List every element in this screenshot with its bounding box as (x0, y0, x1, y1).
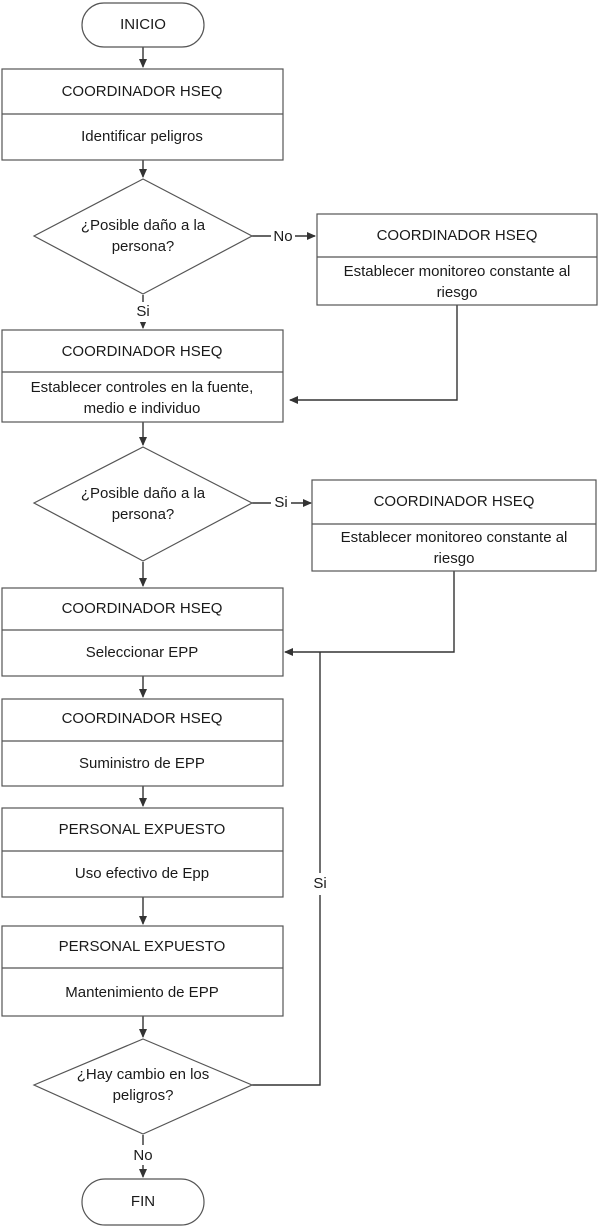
decision-1-text-line2: persona? (112, 238, 175, 255)
decision-1-text-line1: ¿Posible daño a la (81, 217, 206, 234)
side-1-text-line1: Establecer monitoreo constante al (344, 263, 571, 280)
decision-3: ¿Hay cambio en los peligros? (32, 1038, 254, 1135)
step-2-text-line2: medio e individuo (84, 400, 201, 417)
step-5-role: PERSONAL EXPUESTO (59, 821, 226, 838)
step-6-text: Mantenimiento de EPP (65, 984, 218, 1001)
step-5-text: Uso efectivo de Epp (75, 865, 209, 882)
process-step-3: COORDINADOR HSEQ Seleccionar EPP (1, 587, 284, 677)
step-3-text: Seleccionar EPP (86, 644, 199, 661)
side-2-text-line1: Establecer monitoreo constante al (341, 529, 568, 546)
label-si-decision1: Si (136, 303, 149, 320)
label-si-decision2: Si (274, 494, 287, 511)
decision-2-text-line2: persona? (112, 506, 175, 523)
step-2-text-line1: Establecer controles en la fuente, (31, 379, 254, 396)
label-si-loop: Si (313, 875, 326, 892)
decision-1: ¿Posible daño a la persona? (32, 178, 254, 295)
start-label: INICIO (120, 16, 166, 33)
side-1-role: COORDINADOR HSEQ (377, 227, 538, 244)
step-3-role: COORDINADOR HSEQ (62, 600, 223, 617)
branch-labels: No Si Si Si No (130, 226, 330, 1165)
process-step-1: COORDINADOR HSEQ Identificar peligros (1, 68, 284, 161)
process-step-5: PERSONAL EXPUESTO Uso efectivo de Epp (1, 807, 284, 898)
arrow-side1-to-step2 (289, 305, 458, 404)
step-1-text: Identificar peligros (81, 128, 203, 145)
step-6-role: PERSONAL EXPUESTO (59, 938, 226, 955)
side-2-text-line2: riesgo (434, 550, 475, 567)
side-2-role: COORDINADOR HSEQ (374, 493, 535, 510)
decision-3-text-line1: ¿Hay cambio en los (77, 1066, 210, 1083)
decision-2: ¿Posible daño a la persona? (32, 446, 254, 562)
decision-2-text-line1: ¿Posible daño a la (81, 485, 206, 502)
connectors (139, 47, 458, 1178)
step-4-role: COORDINADOR HSEQ (62, 710, 223, 727)
process-step-4: COORDINADOR HSEQ Suministro de EPP (1, 698, 284, 787)
side-1-text-line2: riesgo (437, 284, 478, 301)
side-box-1: COORDINADOR HSEQ Establecer monitoreo co… (316, 213, 598, 306)
step-1-role: COORDINADOR HSEQ (62, 83, 223, 100)
start-terminator: INICIO (81, 2, 205, 48)
decision-3-text-line2: peligros? (113, 1087, 174, 1104)
end-label: FIN (131, 1193, 155, 1210)
process-step-2: COORDINADOR HSEQ Establecer controles en… (1, 329, 284, 423)
step-2-role: COORDINADOR HSEQ (62, 343, 223, 360)
end-terminator: FIN (81, 1178, 205, 1226)
side-box-2: COORDINADOR HSEQ Establecer monitoreo co… (311, 479, 597, 572)
label-no-end: No (133, 1147, 152, 1164)
step-4-text: Suministro de EPP (79, 755, 205, 772)
arrow-side2-to-step3 (284, 571, 455, 656)
arrow-decision3-si-loop (252, 652, 321, 1086)
process-step-6: PERSONAL EXPUESTO Mantenimiento de EPP (1, 925, 284, 1017)
label-no-decision1: No (273, 228, 292, 245)
